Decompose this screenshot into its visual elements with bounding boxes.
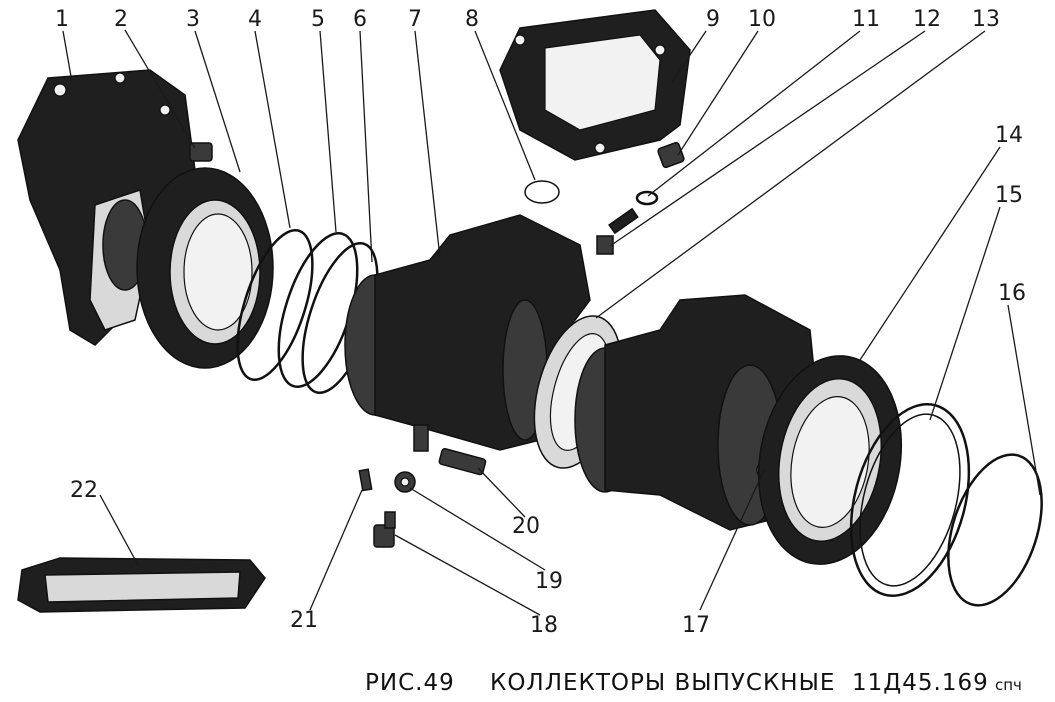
leader-22 (99, 494, 139, 566)
end-housing-part-1 (17, 69, 196, 346)
gasket-part-9 (499, 9, 691, 161)
bolt-part-18 (373, 511, 396, 548)
leader-11 (647, 30, 861, 197)
leader-19 (409, 487, 546, 571)
leader-16 (1007, 304, 1041, 496)
plug-part-2 (189, 142, 213, 162)
leader-10 (677, 30, 759, 156)
leader-2 (124, 29, 196, 149)
leader-14 (859, 146, 1001, 361)
small-ring-part-8 (524, 180, 560, 204)
caption-title: КОЛЛЕКТОРЫ ВЫПУСКНЫЕ (490, 670, 835, 696)
leader-3 (194, 30, 241, 173)
callout-18: 18 (530, 613, 558, 638)
callout-1: 1 (55, 7, 69, 32)
leader-lines (62, 29, 1041, 616)
bolt-part-12 (596, 207, 639, 255)
callout-3: 3 (186, 7, 200, 32)
callout-numbers: 1 2 3 4 5 6 7 8 9 10 11 12 13 14 15 16 1… (55, 7, 1026, 638)
leader-1 (62, 30, 73, 83)
callout-8: 8 (465, 7, 479, 32)
callout-4: 4 (248, 7, 262, 32)
leader-9 (671, 30, 707, 83)
callout-10: 10 (748, 7, 776, 32)
caption-code: 11Д45.169 (852, 670, 989, 696)
callout-20: 20 (512, 514, 540, 539)
leader-15 (929, 206, 1001, 421)
callout-6: 6 (353, 7, 367, 32)
leader-18 (394, 534, 541, 616)
callout-12: 12 (913, 7, 941, 32)
callout-9: 9 (706, 7, 720, 32)
callout-15: 15 (995, 183, 1023, 208)
callout-16: 16 (998, 281, 1026, 306)
leader-13 (595, 30, 986, 319)
leader-7 (414, 30, 441, 259)
nut-part-19 (394, 471, 416, 493)
callout-22: 22 (70, 478, 98, 503)
callout-5: 5 (311, 7, 325, 32)
callout-7: 7 (408, 7, 422, 32)
callout-13: 13 (972, 7, 1000, 32)
nut-part-10 (657, 141, 685, 169)
caption-suffix: спч (995, 676, 1022, 694)
flange-part-14 (757, 355, 903, 565)
leader-6 (359, 30, 373, 263)
caption-figure-number: РИС.49 (365, 670, 455, 696)
callout-21: 21 (290, 608, 318, 633)
callout-2: 2 (114, 7, 128, 32)
leader-17 (699, 469, 765, 611)
bolt-part-20 (438, 448, 487, 476)
leader-21 (309, 489, 363, 611)
ring-part-16 (947, 453, 1043, 607)
flange-part-3 (136, 167, 274, 369)
leader-5 (319, 30, 337, 233)
gasket-strip-part-22 (17, 557, 266, 613)
figure-caption: РИС.49 КОЛЛЕКТОРЫ ВЫПУСКНЫЕ 11Д45.169 сп… (365, 670, 1022, 696)
callout-14: 14 (995, 123, 1023, 148)
stud-part-21 (358, 468, 373, 492)
ring-part-4 (236, 228, 314, 382)
leader-8 (474, 30, 536, 181)
callout-17: 17 (682, 613, 710, 638)
callout-19: 19 (535, 569, 563, 594)
callout-11: 11 (852, 7, 880, 32)
leader-4 (254, 30, 291, 229)
leader-20 (477, 467, 526, 518)
washer-part-11 (635, 190, 659, 206)
collector-body-part-7 (344, 214, 591, 452)
leader-12 (609, 30, 926, 247)
